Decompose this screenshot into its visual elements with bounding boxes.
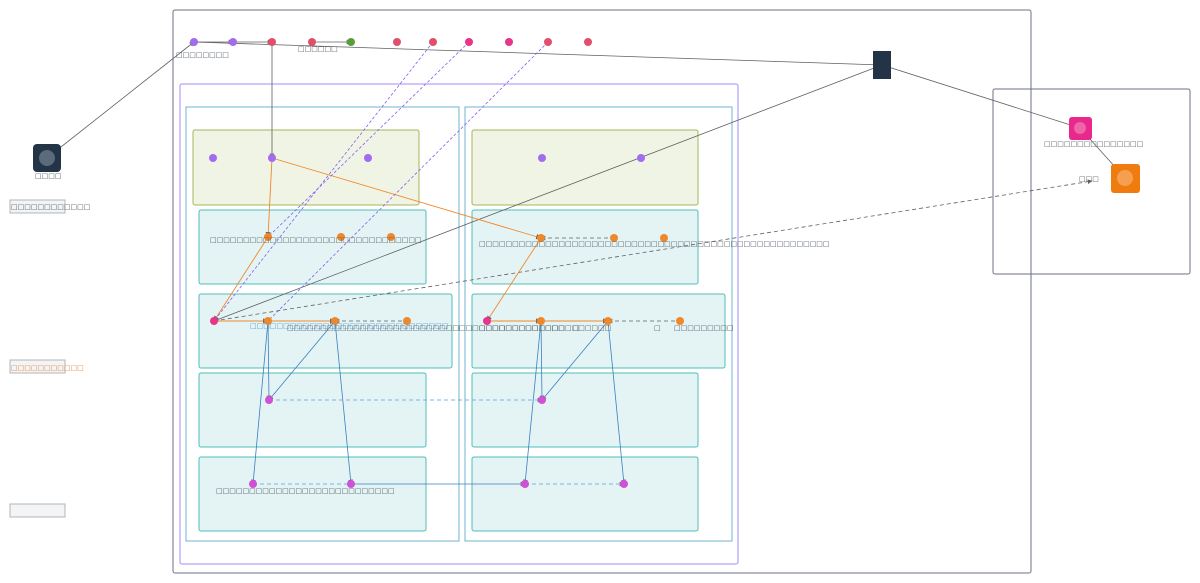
left-olive-card (192, 129, 420, 206)
node[interactable] (610, 234, 618, 242)
node[interactable] (637, 154, 645, 162)
node[interactable] (347, 38, 355, 46)
edges-orange (213, 157, 609, 324)
right-card-3-label-a: □□□□□□□□□□□□□□□□□□□□ (479, 324, 611, 332)
top-first-label: □□□□□□□□ (176, 51, 229, 59)
orange-nodes (264, 233, 684, 325)
node[interactable] (429, 38, 437, 46)
edge-o2 (271, 157, 542, 240)
node[interactable] (337, 233, 345, 241)
node[interactable] (264, 317, 272, 325)
outer-frame (172, 9, 1032, 574)
node[interactable] (505, 38, 513, 46)
node[interactable] (403, 317, 411, 325)
top-row-nodes (190, 38, 592, 46)
edge-actor-to-top (46, 41, 195, 159)
right-card-2 (471, 209, 699, 285)
node[interactable] (190, 38, 198, 46)
right-olive-card (471, 129, 699, 206)
purple-group-frame (179, 83, 739, 565)
node[interactable] (537, 234, 545, 242)
service-pink[interactable] (1069, 117, 1092, 140)
right-card-3 (471, 293, 726, 369)
node[interactable] (265, 396, 273, 404)
node[interactable] (521, 480, 529, 488)
node[interactable] (465, 38, 473, 46)
left-card-2 (198, 209, 427, 285)
left-card-2-label: □□□□□□□□□□□□□□□□□□□□□□□□□□□□□□□□ (210, 236, 422, 244)
node[interactable] (347, 480, 355, 488)
right-card-2-label: □□□□□□□□□□□□□□□□□□□□□□□□□□□□□□□□□□□□□□□□… (479, 240, 830, 248)
node[interactable] (584, 38, 592, 46)
node[interactable] (268, 154, 276, 162)
left-card-5-label: □□□□□□□□□□□□□□□□□□□□□□□□□□□ (216, 487, 395, 495)
node[interactable] (604, 317, 612, 325)
left-card-3-label-gray: □□□□□□□□□□□□□□□□□□□□□□□□□□□□□□□□□□□□□□□□… (287, 324, 565, 332)
node[interactable] (676, 317, 684, 325)
legend-box-3 (9, 503, 66, 518)
node[interactable] (538, 154, 546, 162)
right-panel-frame (992, 88, 1191, 275)
legend-box-1 (9, 199, 66, 214)
node[interactable] (308, 38, 316, 46)
edge-o3 (213, 236, 269, 322)
external-actor[interactable] (33, 144, 61, 172)
service-pink-label: □□□□□□□□□□□□□□□ (1044, 140, 1143, 148)
node[interactable] (364, 154, 372, 162)
node[interactable] (538, 396, 546, 404)
actor-label: □□□□ (35, 172, 61, 180)
left-card-4 (198, 372, 427, 448)
right-card-3-label-c: □ (654, 324, 661, 332)
edge-darknode-to-pink (881, 64, 1081, 129)
edge-o1 (265, 157, 273, 238)
node[interactable] (229, 38, 237, 46)
node[interactable] (660, 234, 668, 242)
node[interactable] (620, 480, 628, 488)
right-card-3-label-b: □ (573, 324, 580, 332)
left-card-3 (198, 293, 453, 369)
right-card-5 (471, 456, 699, 532)
left-column-frame (185, 106, 460, 542)
node[interactable] (331, 317, 339, 325)
legend-box-2 (9, 359, 66, 374)
node[interactable] (393, 38, 401, 46)
legend-label-2: □□□□□□□□□□□ (11, 364, 84, 372)
edges-blue (251, 320, 626, 487)
edges-purple-dashed (213, 41, 549, 322)
edges-blue-dashed (253, 397, 625, 487)
left-card-3-label-blue: □□□□□□□□□□□□□□□□□□□□□□□□□□□□□□ (250, 322, 448, 330)
right-card-4 (471, 372, 699, 448)
dark-node[interactable] (873, 51, 891, 79)
node[interactable] (249, 480, 257, 488)
top-middle-label: □□□□□□ (298, 45, 338, 53)
node[interactable] (210, 317, 218, 325)
node[interactable] (537, 317, 545, 325)
service-orange-label: □□□ (1079, 175, 1099, 183)
left-card-5 (198, 456, 427, 532)
legend-label-1: □□□□□□□□□□□□ (11, 203, 90, 211)
edges-gray-dashed (213, 179, 1093, 324)
edge-top-to-darknode (193, 41, 883, 66)
node[interactable] (483, 317, 491, 325)
olive-nodes (209, 154, 645, 162)
node[interactable] (209, 154, 217, 162)
edge-left-to-service (213, 179, 1093, 322)
magenta-nodes (249, 396, 628, 488)
right-column-frame (464, 106, 733, 542)
edge-o4 (486, 237, 542, 322)
edge-darknode-to-left (213, 64, 883, 322)
node[interactable] (268, 38, 276, 46)
right-card-3-label-d: □□□□□□□□□ (674, 324, 734, 332)
node[interactable] (264, 233, 272, 241)
service-orange[interactable] (1111, 164, 1140, 193)
node[interactable] (544, 38, 552, 46)
node[interactable] (387, 233, 395, 241)
